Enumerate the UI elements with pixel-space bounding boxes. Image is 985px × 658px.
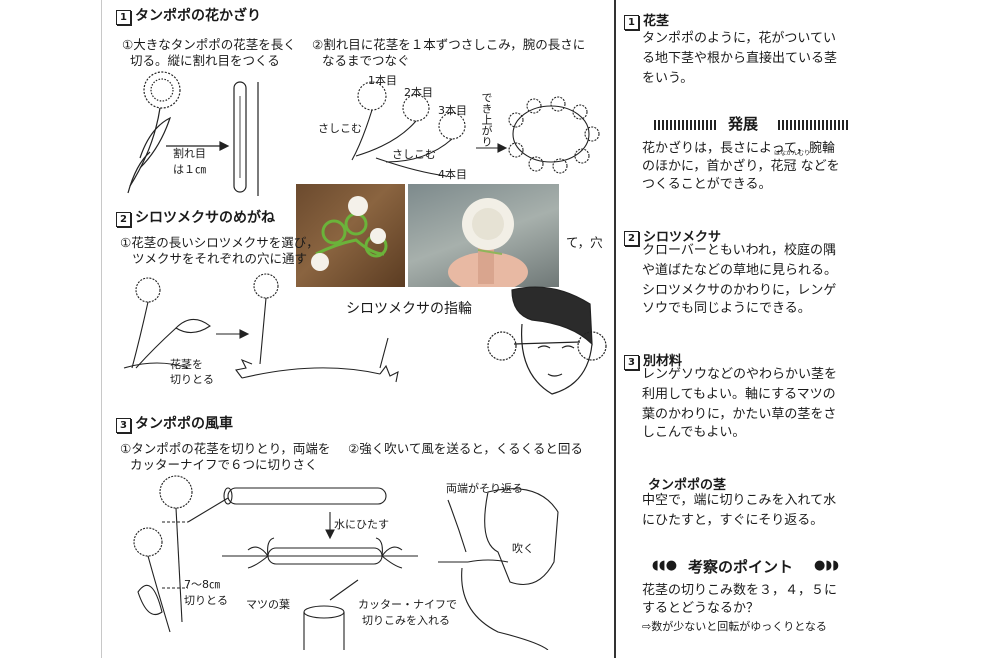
page-divider xyxy=(614,0,616,658)
note-3-line2: 利用してもよい。軸にするマツの xyxy=(642,387,836,402)
label-kakei-1: 花茎を xyxy=(170,358,203,371)
hatten-line2: のほかに，首かざり，花冠 などを xyxy=(642,159,840,174)
label-2-hon: 2本目 xyxy=(404,86,433,99)
section-1-step2-line1: ②割れ目に花茎を１本ずつさしこみ，腕の長さに xyxy=(312,37,586,52)
kousatsu-line3: ⇨数が少ないと回転がゆっくりとなる xyxy=(642,620,827,633)
label-length-2: 切りとる xyxy=(184,594,228,607)
page-left-edge xyxy=(101,0,102,658)
section-1-title-text: タンポポの花かざり xyxy=(135,8,261,24)
kousatsu-line1: 花茎の切りこみ数を３，４，５に xyxy=(642,583,838,598)
kuki-line1: 中空で，端に切りこみを入れて水 xyxy=(642,493,837,508)
note-3-number: 3 xyxy=(624,355,639,370)
label-length-1: 7～8㎝ xyxy=(184,578,220,591)
kuki-heading: タンポポの茎 xyxy=(648,478,727,493)
section-3-step1-line1: ①タンポポの花茎を切りとり，両端を xyxy=(120,441,331,456)
section-3-title: 3 タンポポの風車 xyxy=(116,416,233,433)
note-1-line2: る地下茎や根から直接出ている茎 xyxy=(642,51,838,66)
note-3-line1: レンゲソウなどのやわらかい茎を xyxy=(642,367,838,382)
section-2-step1-tail: て，穴 xyxy=(566,235,603,250)
label-fuku: 吹く xyxy=(512,542,534,555)
section-3-title-text: タンポポの風車 xyxy=(135,416,233,432)
label-wareme-1: 割れ目 xyxy=(173,147,206,160)
note-1-line1: タンポポのように，花がついてい xyxy=(642,31,836,46)
label-kakei-2: 切りとる xyxy=(170,373,214,386)
note-2-line3: シロツメクサのかわりに，レンゲ xyxy=(642,283,837,298)
section-3-number: 3 xyxy=(116,418,131,433)
label-sashikomu-1: さしこむ xyxy=(318,122,362,135)
label-mizu-ni-hitasu: 水にひたす xyxy=(334,518,389,531)
note-3-heading-text: 別材料 xyxy=(643,354,683,369)
section-1-step1-line1: ①大きなタンポポの花茎を長く xyxy=(122,37,296,52)
moon-icon-left: ◖◖● xyxy=(652,558,678,573)
note-3-heading: 3 別材料 xyxy=(624,350,682,370)
label-1-hon: 1本目 xyxy=(368,74,397,87)
note-1-line3: をいう。 xyxy=(642,71,694,86)
label-dekiagari: でき上がり xyxy=(480,92,493,147)
section-2-number: 2 xyxy=(116,212,131,227)
clover-ring-photo-2 xyxy=(408,184,559,287)
photo-caption: シロツメクサの指輪 xyxy=(346,301,472,317)
hatten-bar-left xyxy=(654,120,716,130)
label-3-hon: 3本目 xyxy=(438,104,467,117)
note-2-line4: ソウでも同じようにできる。 xyxy=(642,301,811,316)
hatten-banner: 発展 xyxy=(654,115,850,135)
hatten-line1: 花かざりは，長さによって，腕輪 xyxy=(642,141,836,156)
label-4-hon: 4本目 xyxy=(438,168,467,181)
clover-ring-photo-2-drawing xyxy=(448,198,528,287)
label-ryotan-sorikaeru: 両端がそり返る xyxy=(446,482,523,495)
hatten-ruby: はなかんむり xyxy=(774,150,811,157)
section-2-step1-line1: ①花茎の長いシロツメクサを選び， xyxy=(120,235,319,250)
hatten-bar-right xyxy=(778,120,850,130)
kuki-line2: にひたすと，すぐにそり返る。 xyxy=(642,513,824,528)
kousatsu-banner: ◖◖● 考察のポイント ●◗◗ xyxy=(652,556,852,578)
section-3-step2: ②強く吹いて風を送ると，くるくると回る xyxy=(348,441,583,456)
hatten-line3: つくることができる。 xyxy=(642,177,772,192)
section-2-title: 2 シロツメクサのめがね xyxy=(116,210,275,227)
boy-wearing-glasses-illustration xyxy=(487,286,607,395)
note-2-number: 2 xyxy=(624,231,639,246)
clover-ring-photo-1-drawing xyxy=(311,196,388,271)
note-3-line3: 葉のかわりに，かたい草の茎をさ xyxy=(642,407,837,422)
note-1-heading-text: 花茎 xyxy=(643,14,670,29)
section-3-step1-line2: カッターナイフで６つに切りさく xyxy=(130,457,318,472)
label-cutter-2: 切りこみを入れる xyxy=(362,614,450,627)
kousatsu-heading: 考察のポイント xyxy=(688,558,794,576)
clover-glasses-illustration xyxy=(123,273,399,383)
label-matsu-no-ha: マツの葉 xyxy=(246,598,290,611)
note-2-line2: や道ばたなどの草地に見られる。 xyxy=(642,263,838,278)
kousatsu-line2: するとどうなるか？ xyxy=(642,601,760,616)
label-wareme-2: は１㎝ xyxy=(173,163,206,176)
dandelion-split-illustration xyxy=(127,71,259,196)
note-1-number: 1 xyxy=(624,15,639,30)
note-2-heading-text: シロツメクサ xyxy=(643,230,722,245)
section-1-step1-line2: 切る。縦に割れ目をつくる xyxy=(130,53,280,68)
note-2-line1: クローバーともいわれ，校庭の隅 xyxy=(642,243,836,258)
note-1-heading: 1 花茎 xyxy=(624,10,669,30)
dandelion-pinwheel-illustration xyxy=(133,475,559,650)
label-cutter-1: カッター・ナイフで xyxy=(358,598,457,611)
clover-ring-photo-1 xyxy=(296,184,405,287)
section-2-step1-line2: ツメクサをそれぞれの穴に通す xyxy=(132,251,308,266)
section-1-step2-line2: なるまでつなぐ xyxy=(322,53,410,68)
section-1-number: 1 xyxy=(116,10,131,25)
label-sashikomu-2: さしこむ xyxy=(392,148,436,161)
section-2-title-text: シロツメクサのめがね xyxy=(135,210,275,226)
note-3-line4: しこんでもよい。 xyxy=(642,425,746,440)
note-2-heading: 2 シロツメクサ xyxy=(624,226,721,246)
moon-icon-right: ●◗◗ xyxy=(814,558,840,573)
dandelion-chain-illustration xyxy=(351,81,600,177)
hatten-heading: 発展 xyxy=(728,115,759,133)
section-1-title: 1 タンポポの花かざり xyxy=(116,8,261,25)
